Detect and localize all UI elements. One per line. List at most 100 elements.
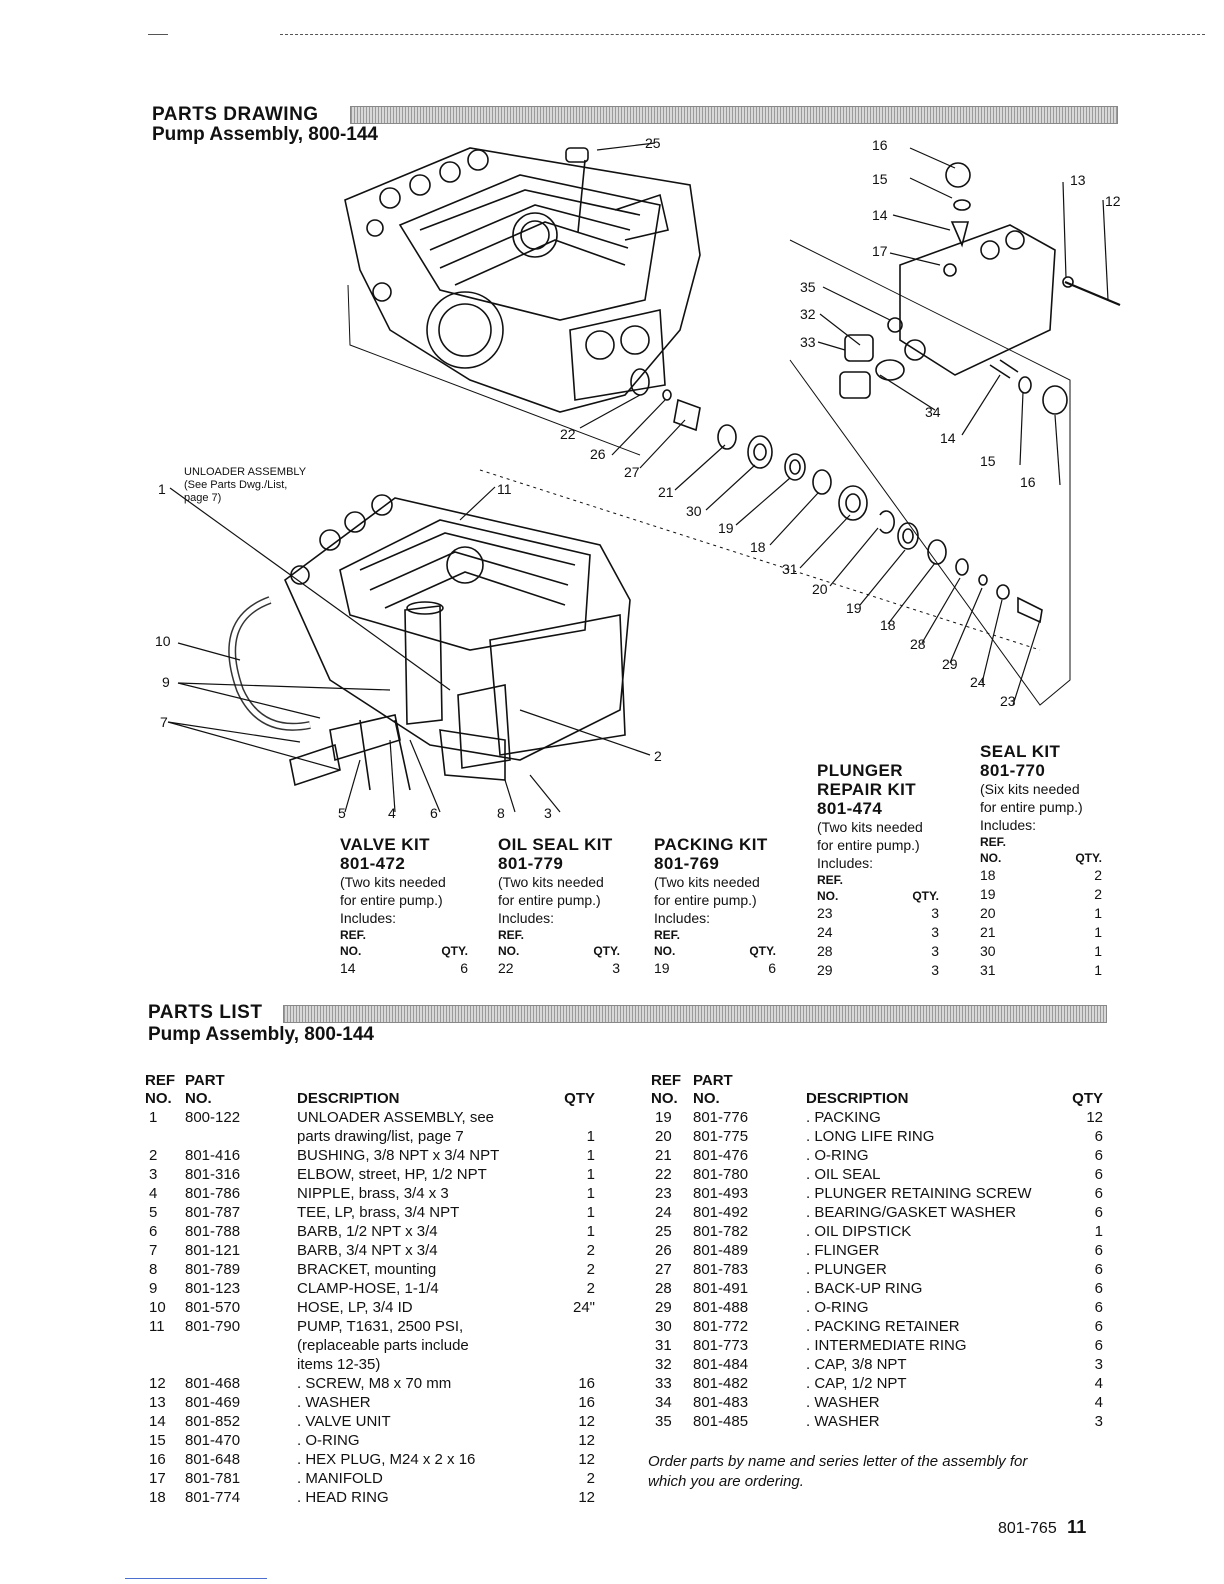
part-no [185,1127,297,1146]
description: BARB, 3/4 NPT x 3/4 [297,1242,438,1259]
ref-no: 20 [655,1128,672,1145]
ref-no: 31 [655,1337,672,1354]
ref-no: 22 [655,1166,672,1183]
callout-number: 19 [718,520,734,536]
col-qty: QTY [564,1090,595,1107]
part-no [185,1336,297,1355]
qty: 1 [586,1223,595,1240]
description: . WASHER [806,1394,880,1411]
part-no: 801-123 [185,1280,241,1297]
ref-no: 23 [655,1185,672,1202]
kit-note: for entire pump.) [498,892,601,908]
ref-no: 24 [655,1204,672,1221]
unloader-label-line: (See Parts Dwg./List, [184,479,288,491]
callout-number: 16 [1020,474,1036,490]
page-footer: 801-765 11 [998,1517,1086,1538]
part-no: 801-492 [693,1204,749,1221]
qty: 1 [1094,1223,1103,1240]
part-no: 801-790 [185,1318,241,1335]
part-no: 801-491 [693,1280,749,1297]
kit-qty: 6 [768,960,776,976]
kit-number: 801-770 [980,761,1046,780]
part-no: 801-852 [185,1413,241,1430]
part-no: 801-483 [693,1394,749,1411]
table-row: items 12-35) [145,1355,595,1374]
description: . VALVE UNIT [297,1413,391,1430]
callout-number: 18 [880,617,896,633]
kit-title: REPAIR KIT [817,780,917,799]
description: . CAP, 1/2 NPT [806,1375,907,1392]
kit-qty: 3 [612,960,620,976]
parts-drawing-heading: PARTS DRAWING [152,104,319,125]
kit-ref-header: REF. [817,873,844,887]
qty: 6 [1094,1185,1103,1202]
description: . BACK-UP RING [806,1280,923,1297]
kit-note: (Two kits needed [340,874,446,890]
callout-number: 6 [430,805,438,821]
callout-number: 33 [800,334,816,350]
col-qty: QTY [1072,1090,1103,1107]
unloader-label-line: UNLOADER ASSEMBLY [184,466,307,478]
qty: 2 [586,1261,595,1278]
ref-no [145,1127,185,1146]
ref-no: 2 [149,1147,158,1164]
ref-no: 13 [149,1394,166,1411]
description: . HEAD RING [297,1489,389,1506]
parts-list-subheading: Pump Assembly, 800-144 [148,1024,374,1045]
description: . PLUNGER RETAINING SCREW [806,1185,1032,1202]
kit-note: Includes: [817,855,874,871]
manifold [839,162,1121,415]
kit-ref: 21 [980,924,996,940]
callout-number: 19 [846,600,862,616]
qty: 24" [572,1299,595,1316]
kit-note: Includes: [654,910,711,926]
kit-title: PLUNGER [817,761,903,780]
qty: 2 [586,1470,595,1487]
ref-no: 18 [149,1489,166,1506]
description: PUMP, T1631, 2500 PSI, [297,1318,464,1335]
qty: 1 [586,1147,595,1164]
ref-no: 32 [655,1356,672,1373]
kit-seal: SEAL KIT 801-770 (Six kits needed for en… [980,742,1105,980]
qty [564,1108,595,1127]
callout-number: 11 [497,481,512,497]
callout-number: 15 [872,171,888,187]
callout-number: 14 [872,207,888,223]
callout-number: 9 [162,674,170,690]
table-row: 11 801-790 PUMP, T1631, 2500 PSI, [145,1317,595,1336]
part-no: 801-570 [185,1299,241,1316]
part-no: 801-469 [185,1394,241,1411]
kit-qty: 3 [931,924,939,940]
part-no: 801-470 [185,1432,241,1449]
kit-ref: 19 [980,886,996,902]
ref-no [145,1336,185,1355]
part-no: 801-476 [693,1147,749,1164]
ref-no: 11 [149,1318,165,1335]
unloader-label-line: page 7) [184,492,222,504]
callout-number: 20 [812,581,828,597]
page-number: 11 [1067,1517,1087,1537]
kit-number: 801-769 [654,854,720,873]
top-rule [280,34,1205,35]
part-no: 801-648 [185,1451,241,1468]
description: CLAMP-HOSE, 1-1/4 [297,1280,439,1297]
kit-note: (Two kits needed [817,819,923,835]
kit-ref-header: REF. [340,928,367,942]
